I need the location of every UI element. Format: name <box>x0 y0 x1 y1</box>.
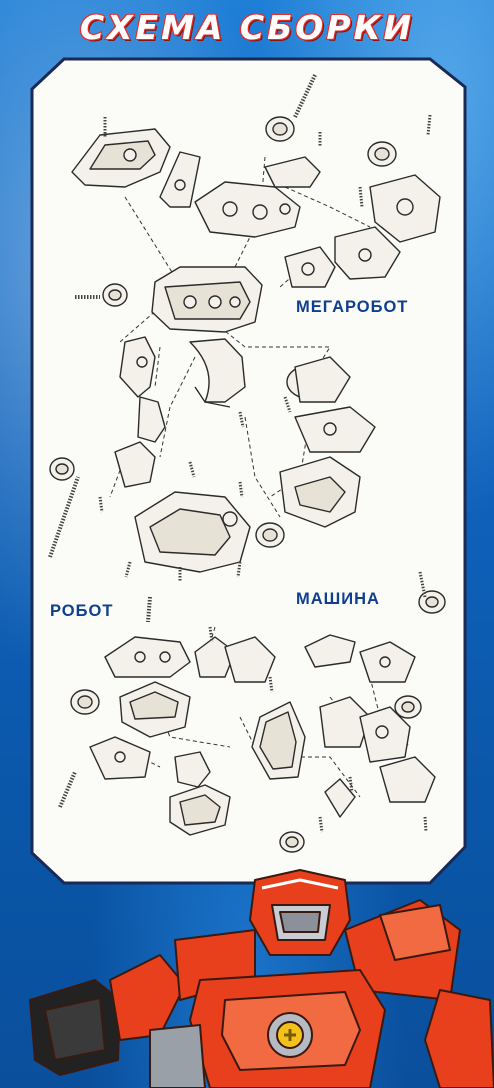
parts-diagram <box>48 74 446 853</box>
car-parts <box>251 571 446 853</box>
robot-parts <box>58 596 276 836</box>
label-megarobot: МЕГАРОБОТ <box>296 298 409 316</box>
label-car: МАШИНА <box>296 590 380 608</box>
page-title: СХЕМА СБОРКИ <box>79 7 415 48</box>
label-robot: РОБОТ <box>50 602 114 620</box>
megarobot-parts <box>71 74 441 333</box>
robot-toy-image <box>29 869 494 1088</box>
middle-parts <box>48 336 376 582</box>
